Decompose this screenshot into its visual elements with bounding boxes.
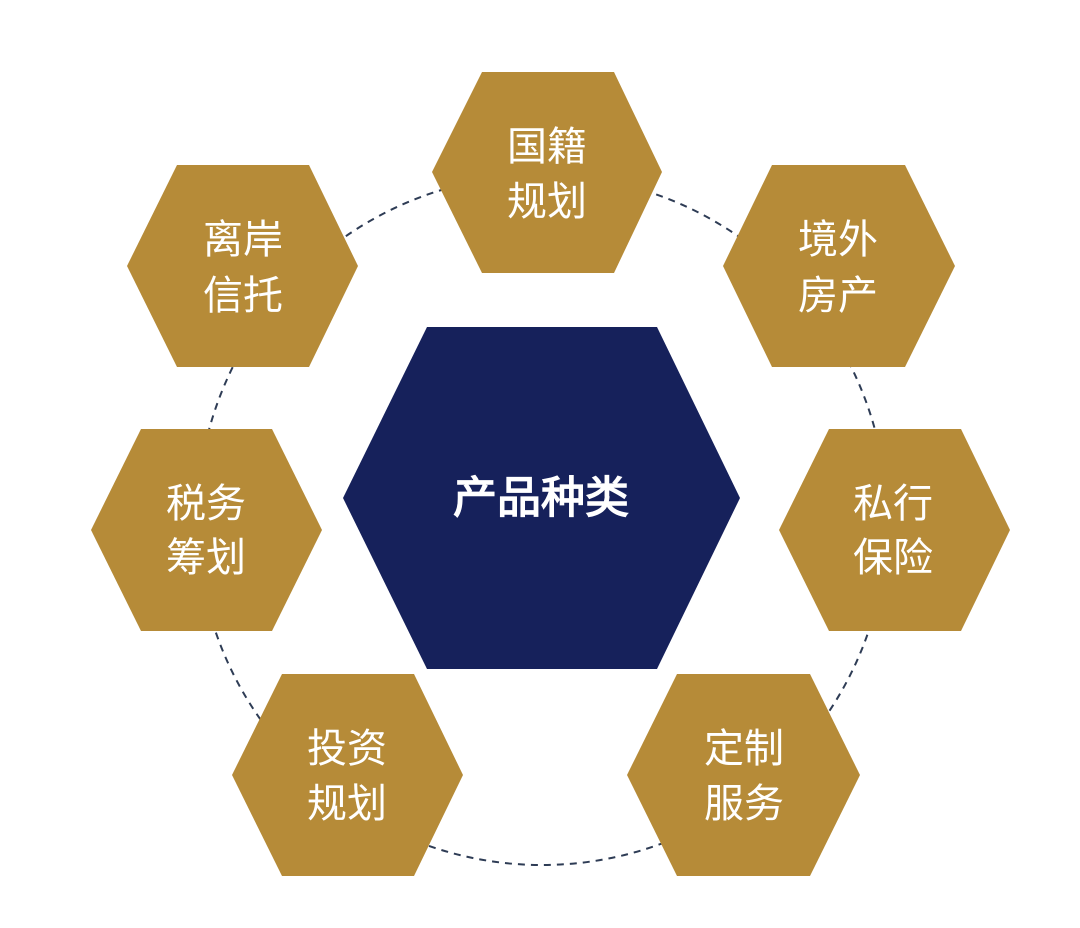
center-hexagon: 产品种类: [343, 327, 740, 669]
node-label-line2: 信托: [203, 273, 283, 319]
node-label-line2: 规划: [507, 179, 587, 225]
node-hexagon-overseas-property: 境外 房产: [723, 165, 955, 367]
node-label-line2: 保险: [853, 535, 933, 581]
node-label-line1: 投资: [307, 726, 387, 772]
node-hexagon-offshore-trust: 离岸 信托: [127, 165, 358, 367]
node-hexagon-tax-planning: 税务 筹划: [91, 429, 322, 631]
node-label-line1: 税务: [166, 481, 246, 527]
center-hexagon-shape: [343, 327, 740, 669]
node-hexagon-investment-planning: 投资 规划: [232, 674, 463, 876]
node-label-line2: 规划: [307, 781, 387, 827]
node-hexagon-shape: [723, 165, 955, 367]
node-hexagon-shape: [127, 165, 358, 367]
node-hexagon-nationality-planning: 国籍 规划: [432, 72, 662, 273]
node-hexagon-shape: [91, 429, 322, 631]
node-label-line1: 境外: [798, 217, 878, 263]
node-label-line1: 私行: [853, 481, 933, 527]
node-label-line1: 定制: [704, 726, 784, 772]
node-label-line1: 国籍: [507, 124, 587, 170]
center-label: 产品种类: [453, 473, 629, 524]
node-label-line2: 筹划: [166, 535, 246, 581]
node-label-line1: 离岸: [203, 217, 283, 263]
node-label-line2: 服务: [704, 781, 784, 827]
node-hexagon-shape: [432, 72, 662, 273]
node-hexagon-shape: [627, 674, 860, 876]
node-hexagon-custom-service: 定制 服务: [627, 674, 860, 876]
node-hexagon-private-bank-insurance: 私行 保险: [779, 429, 1010, 631]
node-hexagon-shape: [232, 674, 463, 876]
node-label-line2: 房产: [798, 273, 878, 319]
node-hexagon-shape: [779, 429, 1010, 631]
